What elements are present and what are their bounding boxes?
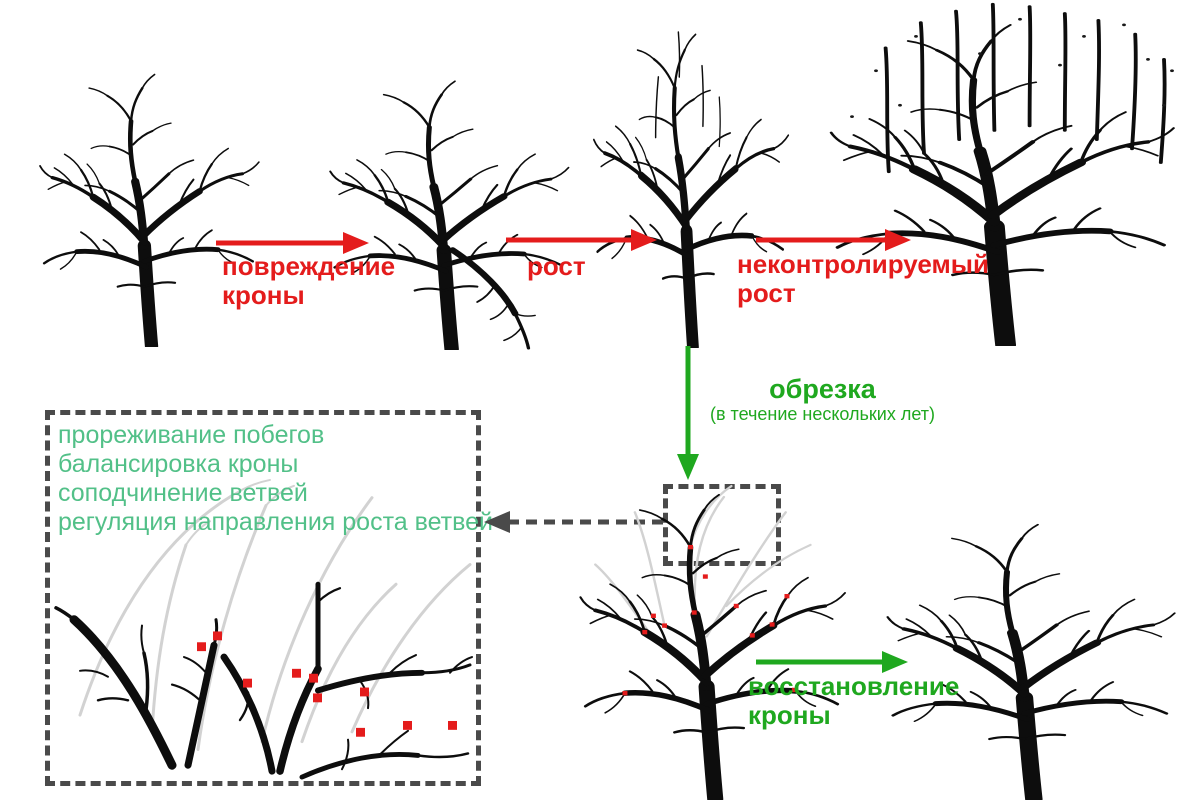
pruning-label-block: обрезка (в течение нескольких лет) (695, 374, 950, 426)
arrow-pruning-down (677, 346, 699, 480)
kept-branches (54, 581, 473, 780)
crown-detail-frame (663, 484, 781, 566)
damaged-tree-illustration (328, 62, 573, 350)
technique-item: регуляция направления роста ветвей (58, 508, 493, 536)
technique-list: прореживание побегов балансировка кроны … (58, 421, 493, 537)
arrow-uncontrolled-growth (756, 229, 911, 251)
technique-item: балансировка кроны (58, 450, 299, 478)
water-sprouts (850, 2, 1174, 174)
label-crown-damage: повреждение кроны (222, 251, 396, 311)
technique-item: соподчинение ветвей (58, 479, 308, 507)
pruning-techniques-box: прореживание побегов балансировка кроны … (45, 410, 493, 786)
pruned-cut-marks (622, 544, 797, 696)
uncontrolled-tree-illustration (828, 2, 1180, 346)
pruned-tree-illustration (578, 484, 850, 800)
label-pruning-note: (в течение нескольких лет) (709, 404, 936, 425)
arrow-growth (506, 229, 657, 251)
technique-item: прореживание побегов (58, 421, 325, 449)
label-uncontrolled-growth: неконтролируемый рост (737, 249, 989, 309)
arrow-crown-damage (216, 232, 369, 254)
restored-tree-illustration (885, 505, 1180, 800)
arrow-crown-recovery (756, 651, 908, 673)
regrowth-tree-illustration (592, 12, 792, 348)
pruning-detail-illustration (54, 478, 473, 780)
cut-marks (197, 631, 457, 737)
label-growth: рост (527, 251, 586, 281)
arrow-detail-callout (484, 511, 668, 533)
regrowth-shoots (654, 31, 721, 148)
broken-branch (449, 247, 536, 350)
label-pruning: обрезка (769, 374, 876, 404)
removed-branches (78, 478, 472, 751)
label-crown-recovery: восстановление кроны (748, 671, 960, 731)
